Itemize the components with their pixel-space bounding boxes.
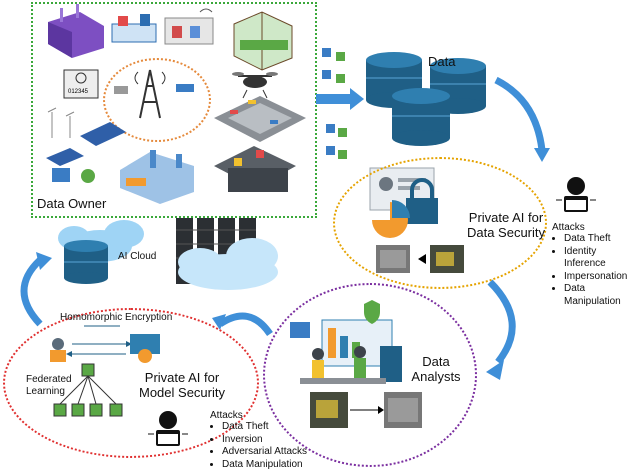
arrow-data-to-security xyxy=(496,80,542,150)
attack-item: Impersonation xyxy=(564,271,640,284)
factory-icon xyxy=(120,150,194,204)
attacks-data-list: Data Theft Identity Inference Impersonat… xyxy=(552,233,640,308)
federated-line1: Federated xyxy=(26,374,72,386)
smart-building-icon xyxy=(48,4,104,58)
greenhouse-icon xyxy=(234,12,292,70)
power-meter-icon: 012345 xyxy=(64,70,98,98)
attacks-data-title: Attacks xyxy=(552,222,640,233)
arrow-security-to-analysts xyxy=(490,282,512,362)
smart-traffic-icon xyxy=(214,96,306,142)
svg-text:012345: 012345 xyxy=(68,89,89,95)
arrow-model-to-cloud xyxy=(24,260,40,324)
federated-learning-label: Federated Learning xyxy=(26,374,72,398)
attacks-model-list: Data Theft Inversion Adversarial Attacks… xyxy=(210,421,320,471)
data-analysts-line1: Data xyxy=(406,354,466,369)
attack-item: Data Theft xyxy=(222,421,320,434)
attack-item: Identity Inference xyxy=(564,246,640,271)
attack-item: Data Theft xyxy=(564,233,640,246)
data-analysts-title: Data Analysts xyxy=(406,354,466,384)
attacks-model-title: Attacks xyxy=(210,410,320,421)
production-line-icon xyxy=(214,146,296,192)
attack-item: Data Manipulation xyxy=(222,459,320,471)
data-security-title-line2: Data Security xyxy=(456,225,556,240)
database-icon xyxy=(366,52,486,146)
federated-line2: Learning xyxy=(26,386,72,398)
data-owner-label: Data Owner xyxy=(37,196,106,211)
model-security-title: Private AI for Model Security xyxy=(130,370,234,400)
arrow-owner-to-data xyxy=(316,88,364,110)
radio-tower-icon xyxy=(114,70,194,118)
attacks-data-panel: Attacks Data Theft Identity Inference Im… xyxy=(552,222,640,308)
model-security-title-line2: Model Security xyxy=(130,385,234,400)
data-analysts-line2: Analysts xyxy=(406,369,466,384)
data-security-title-line1: Private AI for xyxy=(456,210,556,225)
city-services-icon xyxy=(112,14,156,42)
attack-item: Adversarial Attacks xyxy=(222,446,320,459)
renewable-energy-icon xyxy=(46,108,126,183)
hacker-icon-data xyxy=(556,177,596,212)
attacks-model-panel: Attacks Data Theft Inversion Adversarial… xyxy=(210,410,320,471)
attack-item: Inversion xyxy=(222,434,320,447)
arrow-analysts-to-model xyxy=(220,316,270,334)
ai-cloud-label: AI Cloud xyxy=(118,251,156,262)
homomorphic-encryption-label: Homomorphic Encryption xyxy=(60,312,172,323)
attack-item: Data Manipulation xyxy=(564,283,640,308)
drone-icon xyxy=(232,72,278,98)
model-security-title-line1: Private AI for xyxy=(130,370,234,385)
data-label: Data xyxy=(428,54,455,69)
data-security-title: Private AI for Data Security xyxy=(456,210,556,240)
smart-home-icon xyxy=(165,9,213,44)
